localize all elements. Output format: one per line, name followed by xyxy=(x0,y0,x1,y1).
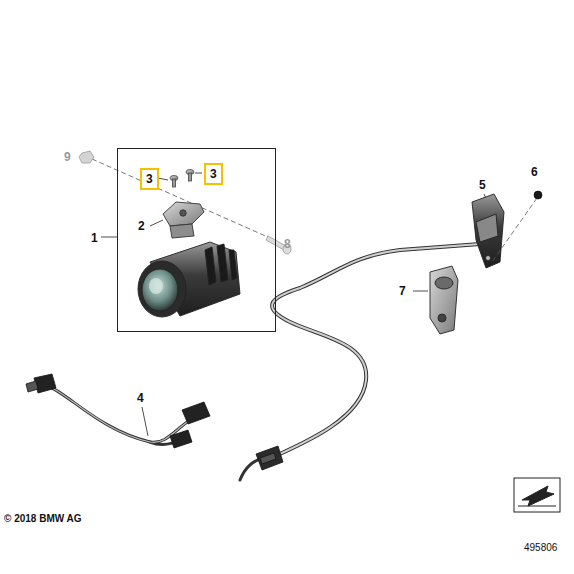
callout-number: 1 xyxy=(90,232,99,244)
callout-number: 3 xyxy=(210,168,217,180)
callout-number: 8 xyxy=(284,238,291,250)
copyright-note: © 2018 BMW AG xyxy=(4,514,82,524)
callout-box: 3 xyxy=(204,163,223,185)
assembly-frame: 133 xyxy=(117,148,276,332)
callout-number: 4 xyxy=(137,392,144,404)
callout-number: 9 xyxy=(64,151,71,163)
callout-number: 7 xyxy=(399,285,406,297)
callout-number: 6 xyxy=(531,166,538,178)
callout-box: 3 xyxy=(140,168,159,190)
callout-number: 3 xyxy=(146,173,153,185)
callout-number: 2 xyxy=(138,220,145,232)
callout-number: 5 xyxy=(479,179,486,191)
drawing-number: 495806 xyxy=(524,543,557,553)
